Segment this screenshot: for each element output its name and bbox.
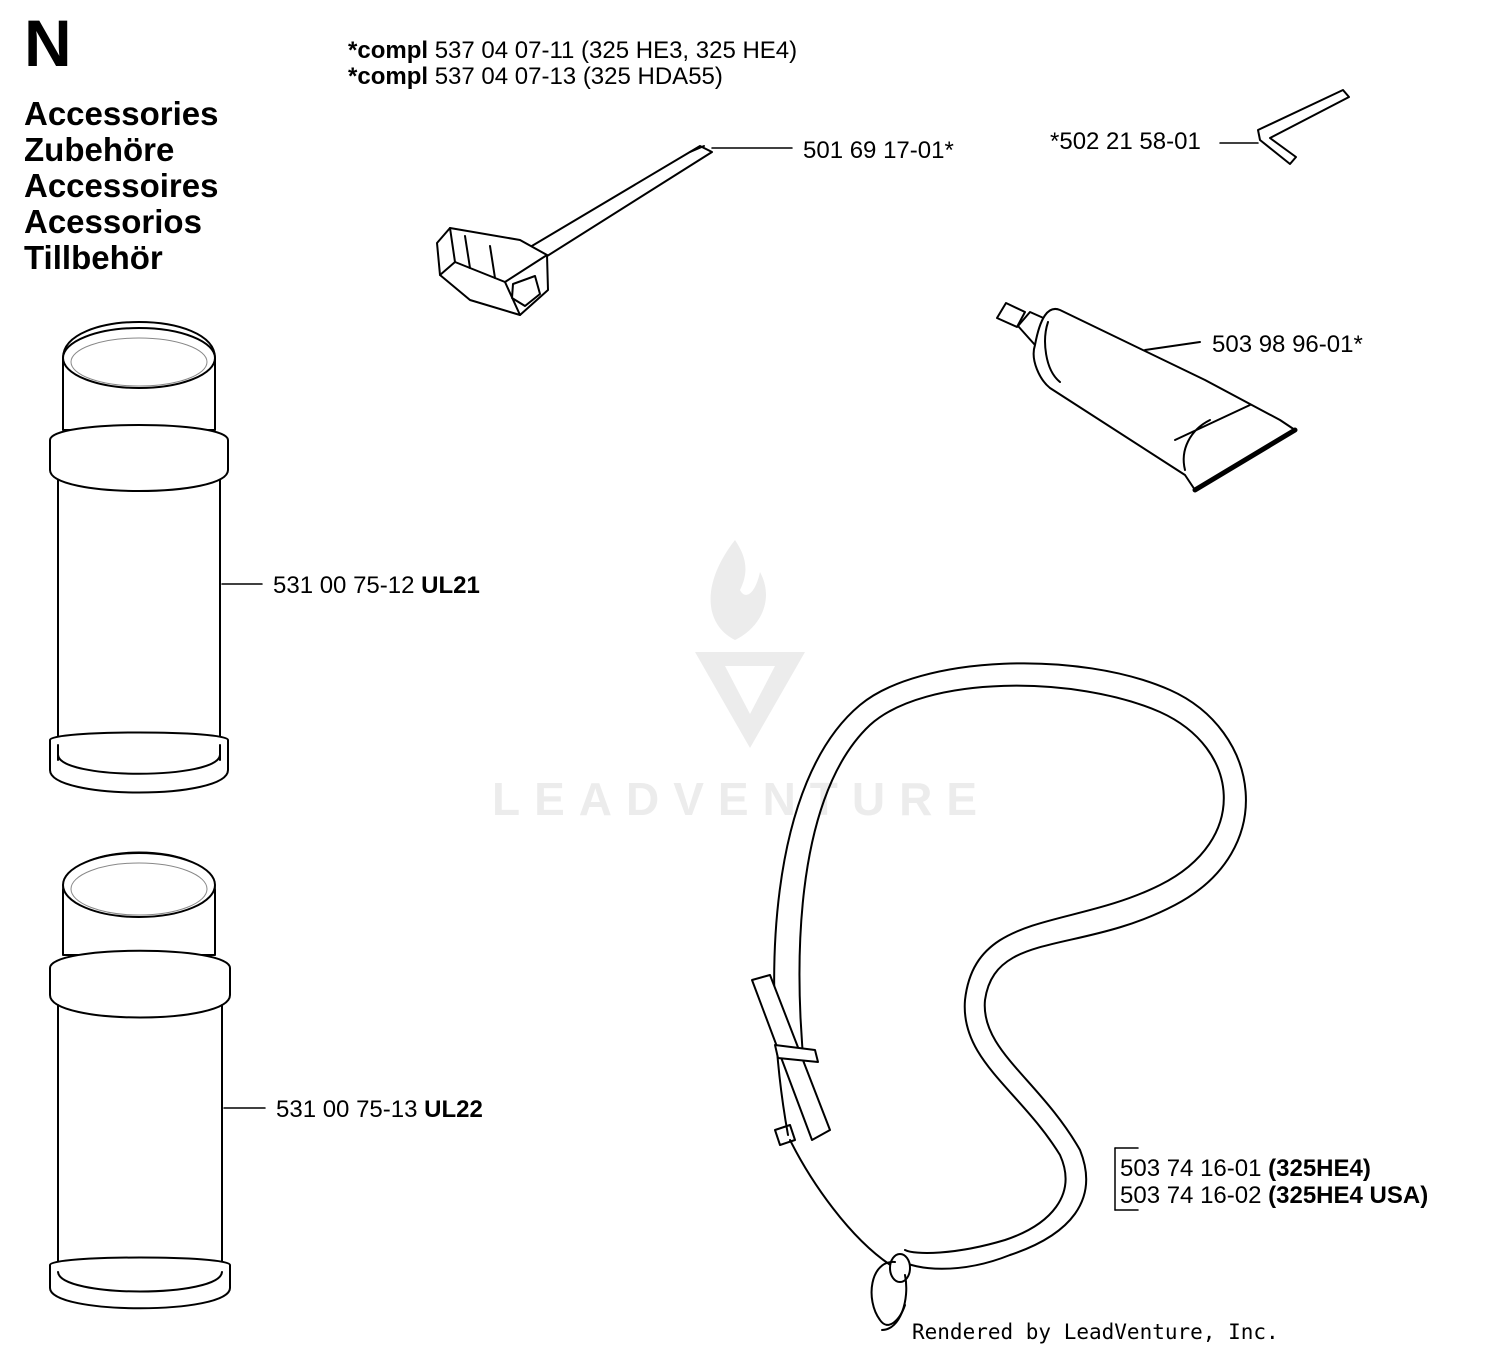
- part-number-spray-can: 531 00 75-13 UL22: [276, 1096, 483, 1123]
- spray-can-icon: [49, 321, 263, 794]
- title-line: Accessoires: [24, 167, 219, 204]
- combination-wrench-icon: [436, 145, 793, 316]
- title-line: Zubehöre: [24, 131, 175, 168]
- section-letter: N: [24, 6, 72, 80]
- part-number-combination-wrench: 501 69 17-01*: [803, 137, 954, 164]
- part-number-spray-can: 531 00 75-12 UL21: [273, 572, 480, 599]
- grease-tube-icon: [996, 302, 1298, 493]
- allen-key-icon: [1219, 89, 1350, 165]
- title-line: Accessories: [24, 95, 219, 132]
- watermark-text: LEADVENTURE: [492, 773, 992, 825]
- spray-can-icon: [49, 851, 266, 1310]
- title-line: Tillbehör: [24, 239, 163, 276]
- title-line: Acessorios: [24, 203, 202, 240]
- harness-strap-icon: [751, 662, 1247, 1331]
- render-credit: Rendered by LeadVenture, Inc.: [912, 1320, 1279, 1344]
- part-number-harness: 503 74 16-01 (325HE4): [1120, 1155, 1371, 1182]
- part-number-grease-tube: 503 98 96-01*: [1212, 331, 1363, 358]
- compl-note: *compl 537 04 07-11 (325 HE3, 325 HE4): [348, 37, 798, 64]
- part-number-harness: 503 74 16-02 (325HE4 USA): [1120, 1182, 1429, 1209]
- part-number-allen-key: *502 21 58-01: [1050, 128, 1201, 155]
- compl-note: *compl 537 04 07-13 (325 HDA55): [348, 63, 723, 90]
